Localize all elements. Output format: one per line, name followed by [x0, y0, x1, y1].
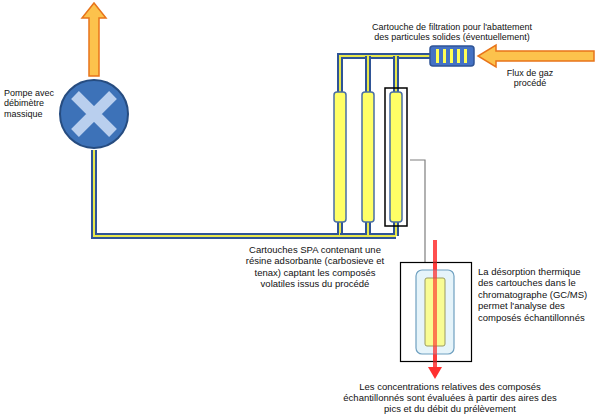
- node-label: Cartouches SPA contenant une résine adso…: [240, 244, 390, 290]
- exhaust-arrow: [82, 3, 106, 76]
- pipe-outer: [340, 56, 396, 236]
- filter-shape: [430, 46, 474, 66]
- node-label: Pompe avec débimètre massique: [4, 88, 56, 119]
- desorption-beam: [433, 262, 437, 362]
- spa-tube: [362, 92, 374, 222]
- note-text: Les concentrations relatives des composé…: [340, 382, 560, 415]
- filter-body: [430, 46, 474, 66]
- filter-stripe: [457, 49, 460, 63]
- tubes-shape: [328, 92, 410, 222]
- filter-stripe: [436, 49, 439, 63]
- highlight-frame: [385, 88, 407, 226]
- pump-cross: [75, 95, 113, 133]
- zoom-frame: [401, 263, 472, 362]
- pipe-outer: [340, 56, 430, 92]
- pipe-inner: [340, 56, 430, 92]
- magnified-cartridge: La désorption thermique des cartouches d…: [400, 262, 472, 362]
- node-label: Cartouche de filtration pour l'abattemen…: [372, 23, 532, 43]
- spa-tube: [334, 92, 346, 222]
- filter-stripe: [464, 49, 467, 63]
- pump-shape: [58, 78, 130, 150]
- filter-stripe: [450, 49, 453, 63]
- pipe-connector: [340, 56, 430, 92]
- node-label: La désorption thermique des cartouches d…: [478, 266, 590, 323]
- zoom-shape: [400, 262, 472, 362]
- pipe-inner: [94, 150, 340, 236]
- gas-inlet-arrow: [478, 45, 594, 67]
- spa-tube: [390, 92, 402, 222]
- leader-line: [410, 160, 425, 262]
- pipe-inner: [340, 56, 396, 236]
- pipe-outer: [94, 150, 340, 236]
- pump-body: [60, 80, 128, 148]
- spa-cartridges: Cartouches SPA contenant une résine adso…: [328, 92, 410, 222]
- branch-pipes: [340, 56, 396, 236]
- desorption-beam: [433, 240, 437, 368]
- leader-connector: [410, 160, 425, 262]
- desorption-beam-head: [428, 367, 442, 379]
- filter-cartridge: Cartouche de filtration pour l'abattemen…: [430, 46, 474, 66]
- pump-symbol: Pompe avec débimètre massique: [58, 78, 130, 150]
- flow-label: Flux de gaz procédé: [500, 68, 560, 89]
- filter-stripe: [443, 49, 446, 63]
- pipe-connector: [94, 150, 340, 236]
